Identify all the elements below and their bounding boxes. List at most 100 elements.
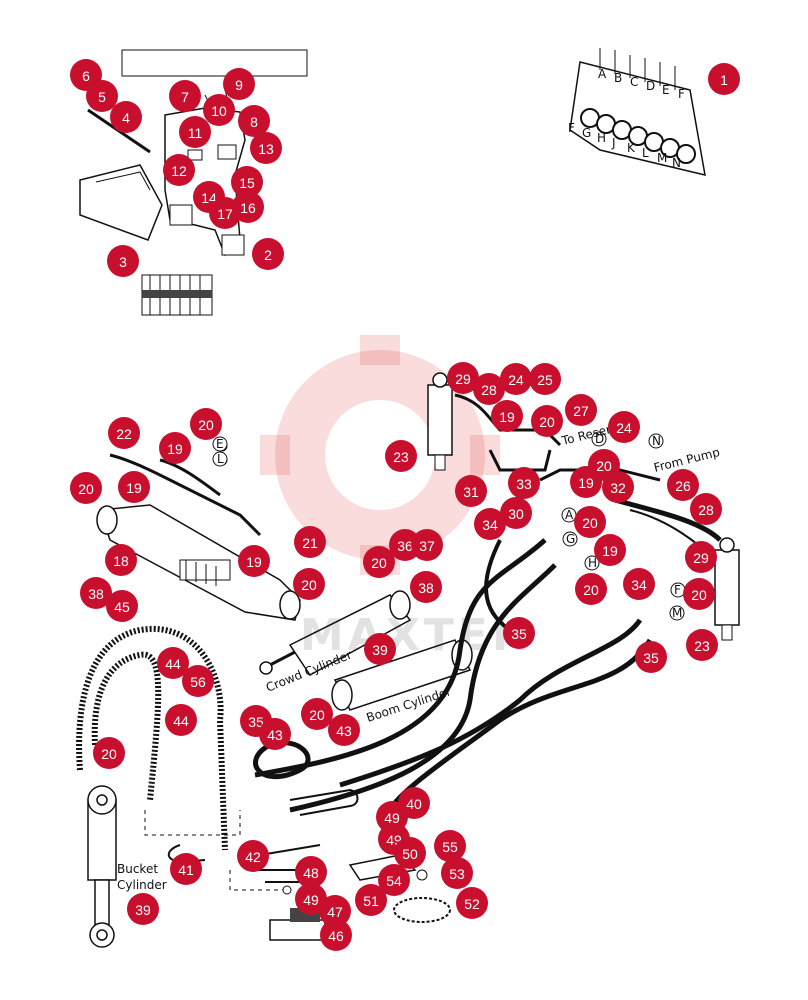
callout-badge-number: 49: [303, 892, 319, 908]
callout-badge-number: 18: [113, 553, 129, 569]
callout-badge-26: 26: [667, 469, 699, 501]
port-letter: M: [672, 606, 682, 620]
callout-badge-circle: [238, 105, 270, 137]
callout-badge-circle: [165, 704, 197, 736]
callout-badge-circle: [169, 80, 201, 112]
callout-badge-number: 20: [78, 481, 94, 497]
callout-badge-38: 38: [410, 571, 442, 603]
callout-badge-circle: [127, 893, 159, 925]
callout-badge-number: 56: [190, 674, 206, 690]
callout-badge-number: 20: [309, 707, 325, 723]
callout-badge-number: 15: [239, 175, 255, 191]
callout-badge-6: 6: [70, 59, 102, 91]
callout-badge-31: 31: [455, 475, 487, 507]
callout-badge-circle: [385, 440, 417, 472]
port-letter: N: [652, 434, 661, 448]
callout-badge-19: 19: [159, 432, 191, 464]
callout-badge-number: 6: [82, 68, 90, 84]
callout-badge-circle: [110, 101, 142, 133]
port-letter: G: [566, 532, 575, 546]
callout-badges: 1234567891011121314151617181919191919192…: [70, 59, 740, 951]
valve-letter: F: [568, 121, 575, 135]
callout-badge-circle: [378, 864, 410, 896]
callout-badge-circle: [328, 714, 360, 746]
valve-letter: C: [630, 75, 638, 89]
callout-badge-circle: [237, 840, 269, 872]
callout-badge-15: 15: [231, 166, 263, 198]
callout-badge-number: 35: [511, 626, 527, 642]
callout-badge-number: 35: [248, 714, 264, 730]
callout-badge-8: 8: [238, 105, 270, 137]
callout-badge-number: 8: [250, 114, 258, 130]
callout-badge-number: 19: [578, 475, 594, 491]
callout-badge-20: 20: [70, 472, 102, 504]
callout-badge-circle: [293, 568, 325, 600]
callout-badge-34: 34: [623, 568, 655, 600]
callout-badge-number: 19: [602, 543, 618, 559]
port-letter: A: [565, 508, 574, 522]
callout-badge-48: 48: [295, 856, 327, 888]
callout-badge-circle: [301, 698, 333, 730]
callout-badge-43: 43: [328, 714, 360, 746]
callout-badge-number: 55: [442, 839, 458, 855]
callout-badge-number: 12: [171, 163, 187, 179]
callout-badge-circle: [159, 432, 191, 464]
callout-badge-17: 17: [209, 197, 241, 229]
callout-badge-20: 20: [190, 408, 222, 440]
callout-badge-circle: [106, 590, 138, 622]
callout-badge-44: 44: [165, 704, 197, 736]
bucket-cylinder-label-line1: Bucket: [117, 862, 158, 876]
callout-badge-47: 47: [319, 895, 351, 927]
callout-badge-number: 7: [181, 89, 189, 105]
callout-badge-27: 27: [565, 394, 597, 426]
valve-bracket-assembly: [79, 49, 308, 316]
callout-badge-number: 19: [167, 441, 183, 457]
valve-letter: K: [627, 141, 636, 155]
callout-badge-circle: [456, 887, 488, 919]
callout-badge-circle: [685, 541, 717, 573]
callout-badge-number: 45: [114, 599, 130, 615]
callout-badge-22: 22: [108, 417, 140, 449]
callout-badge-44: 44: [157, 647, 189, 679]
callout-badge-circle: [575, 573, 607, 605]
callout-badge-number: 29: [693, 550, 709, 566]
callout-badge-number: 23: [393, 449, 409, 465]
callout-badge-24: 24: [500, 363, 532, 395]
callout-badge-circle: [491, 400, 523, 432]
callout-badge-circle: [190, 408, 222, 440]
callout-badge-circle: [410, 571, 442, 603]
valve-letter: J: [611, 136, 616, 150]
callout-badge-number: 33: [516, 476, 532, 492]
callout-badge-circle: [500, 497, 532, 529]
callout-badge-circle: [565, 394, 597, 426]
valve-letter: G: [582, 126, 591, 140]
callout-badge-number: 13: [258, 141, 274, 157]
callout-badge-number: 3: [119, 254, 127, 270]
callout-badge-56: 56: [182, 665, 214, 697]
callout-badge-circle: [355, 884, 387, 916]
callout-badge-number: 25: [537, 372, 553, 388]
callout-badge-20: 20: [301, 698, 333, 730]
callout-badge-number: 19: [126, 480, 142, 496]
valve-letter: B: [614, 71, 622, 85]
callout-badge-30: 30: [500, 497, 532, 529]
callout-badge-circle: [608, 411, 640, 443]
callout-badge-circle: [389, 529, 421, 561]
callout-badge-number: 21: [302, 535, 318, 551]
callout-badge-39: 39: [127, 893, 159, 925]
callout-badge-number: 52: [464, 896, 480, 912]
callout-badge-49: 49: [376, 801, 408, 833]
callout-badge-number: 24: [508, 372, 524, 388]
callout-badge-number: 38: [88, 586, 104, 602]
callout-badge-number: 35: [643, 650, 659, 666]
callout-badge-number: 32: [610, 480, 626, 496]
callout-badge-circle: [574, 506, 606, 538]
callout-badge-number: 4: [122, 110, 130, 126]
callout-badge-circle: [364, 633, 396, 665]
callout-badge-circle: [320, 919, 352, 951]
port-letter: H: [588, 556, 597, 570]
callout-badge-number: 22: [116, 426, 132, 442]
callout-badge-number: 20: [198, 417, 214, 433]
callout-badge-circle: [508, 467, 540, 499]
